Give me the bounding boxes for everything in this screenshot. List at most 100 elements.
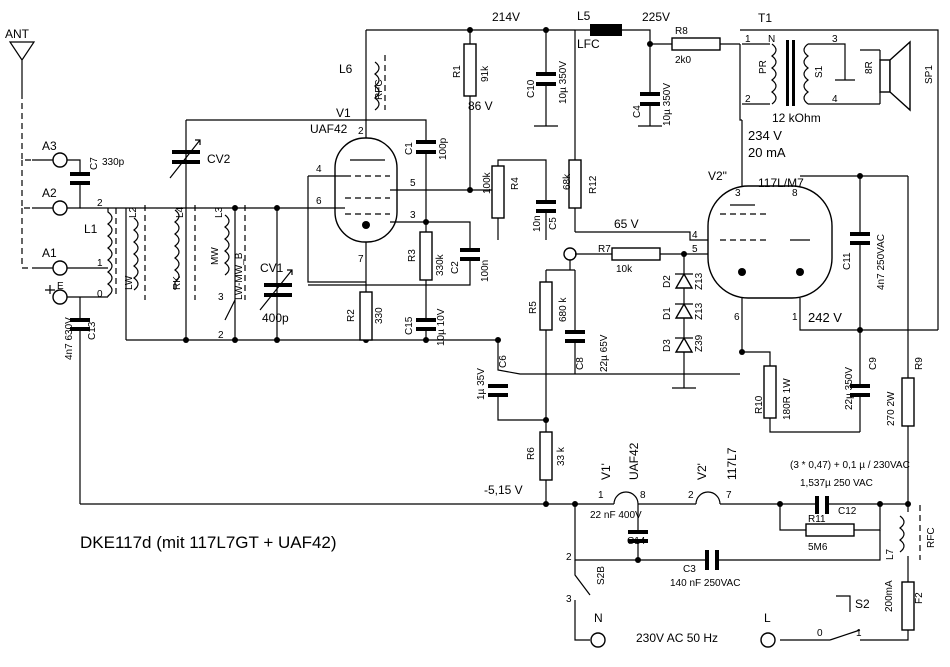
c10-label: C10 [526, 79, 537, 98]
d3-label: D3 [662, 339, 673, 352]
v1h-type: UAF42 [627, 442, 641, 480]
v1h-label: V1' [599, 463, 613, 480]
voltage-86: 86 V [468, 99, 493, 113]
c6-value: 1µ 35V [476, 368, 487, 400]
c6-label: C6 [498, 355, 509, 368]
r1-value: 91k [480, 65, 491, 82]
v2-pin-1: 1 [792, 312, 798, 323]
l7-rfc: RFC [926, 527, 937, 548]
schematic-title: DKE117d (mit 117L7GT + UAF42) [80, 533, 337, 552]
c3-value: 140 nF 250VAC [670, 578, 740, 589]
voltage-234: 234 V [748, 128, 782, 143]
l3-label: L3 [214, 206, 225, 218]
v2-pin-3: 3 [735, 188, 741, 199]
voltage-242: 242 V [808, 310, 842, 325]
lw-label: LW [124, 275, 135, 290]
c7-value: 330p [102, 157, 125, 168]
mains-label: 230V AC 50 Hz [636, 631, 718, 645]
v2-pin-5: 5 [692, 244, 698, 255]
voltage-225: 225V [642, 10, 670, 24]
pin-1-a: 1 [97, 258, 103, 269]
c13-label: C13 [87, 321, 98, 340]
mw-label: MW [210, 247, 221, 265]
r7-label: R7 [598, 244, 611, 255]
rf-wiring [126, 119, 498, 343]
r1-label: R1 [452, 65, 463, 78]
antenna-label: ANT [5, 27, 30, 41]
c5-label: C5 [548, 217, 559, 230]
r11-label: R11 [808, 514, 826, 525]
antenna-section [8, 41, 146, 504]
t1-s1-label: S1 [814, 65, 825, 78]
f2-value: 200mA [884, 580, 895, 612]
a3-label: A3 [42, 139, 57, 153]
c-formula: (3 * 0,47) + 0,1 µ / 230VAC [790, 460, 910, 471]
c15-value: 10µ 10V [436, 308, 447, 346]
r3-value: 330k [435, 253, 446, 276]
mains-n: N [594, 611, 603, 625]
heater-pin-2: 2 [688, 490, 694, 501]
v1-pin-2: 2 [358, 126, 364, 137]
c2-value: 100n [480, 260, 491, 282]
c11-value: 4n7 250VAC [876, 234, 887, 290]
c7-label: C7 [89, 157, 100, 170]
r5-value: 680 k [558, 297, 569, 322]
r7-value: 10k [616, 264, 633, 275]
heater-pin-1: 1 [598, 490, 604, 501]
v1-pin-4: 4 [316, 164, 322, 175]
c12-label: C12 [838, 506, 857, 517]
a1-label: A1 [42, 246, 57, 260]
current-20ma: 20 mA [748, 145, 786, 160]
c11-label: C11 [842, 252, 853, 270]
t1-label: T1 [758, 11, 772, 25]
d2-label: D2 [662, 275, 673, 288]
r5-label: R5 [528, 301, 539, 314]
r6-value: 33 k [556, 446, 567, 466]
c13-value: 4n7 630V [64, 317, 75, 360]
c9-label: C9 [868, 357, 879, 370]
l6-rfc: RFC [374, 79, 385, 100]
c12-value: 1,537µ 250 VAC [800, 478, 873, 489]
tube-v2 [707, 120, 938, 504]
l7-label: L7 [885, 548, 896, 560]
voltage-neg: -5,15 V [484, 483, 523, 497]
d1-label: D1 [662, 307, 673, 320]
af-section [470, 159, 740, 504]
rk-label: RK [172, 276, 183, 290]
sp1-label: SP1 [924, 65, 935, 84]
r11-value: 5M6 [808, 542, 828, 553]
b-plus-rail [366, 24, 740, 232]
sp1-impedance: 8R [864, 61, 875, 74]
t1-impedance: 12 kOhm [772, 111, 821, 125]
l1-label: L1 [84, 222, 98, 236]
r10-value: 180R 1W [782, 378, 793, 420]
v2h-label: V2' [695, 463, 709, 480]
lw-mw-b-label: LW-MW_B [234, 252, 245, 300]
r3-label: R3 [407, 249, 418, 262]
f2-label: F2 [914, 592, 925, 604]
pin-0-a: 0 [97, 289, 103, 300]
cv1-label: CV1 [260, 261, 284, 275]
c10-value: 10µ 350V [558, 61, 569, 104]
t1-pin-3: 3 [832, 34, 838, 45]
heater-chain [80, 491, 921, 648]
s2-pin-0: 0 [817, 628, 823, 639]
voltage-214: 214V [492, 10, 520, 24]
v2-pin-6: 6 [734, 312, 740, 323]
v1-label: V1 [336, 106, 351, 120]
r2-label: R2 [346, 309, 357, 322]
v1-type: UAF42 [310, 122, 348, 136]
l4-label: L4 [175, 206, 186, 218]
tube-v1 [307, 30, 470, 283]
r9-value: 270 2W [886, 391, 897, 426]
voltage-65: 65 V [614, 217, 639, 231]
v2-label: V2" [708, 169, 727, 183]
c5-value: 10n [532, 215, 543, 232]
l6-label: L6 [339, 62, 353, 76]
l2-label: L2 [128, 206, 139, 218]
s2-pin-1: 1 [856, 628, 862, 639]
l5-label: L5 [577, 9, 591, 23]
c3-label: C3 [683, 564, 696, 575]
c4-label: C4 [632, 105, 643, 118]
